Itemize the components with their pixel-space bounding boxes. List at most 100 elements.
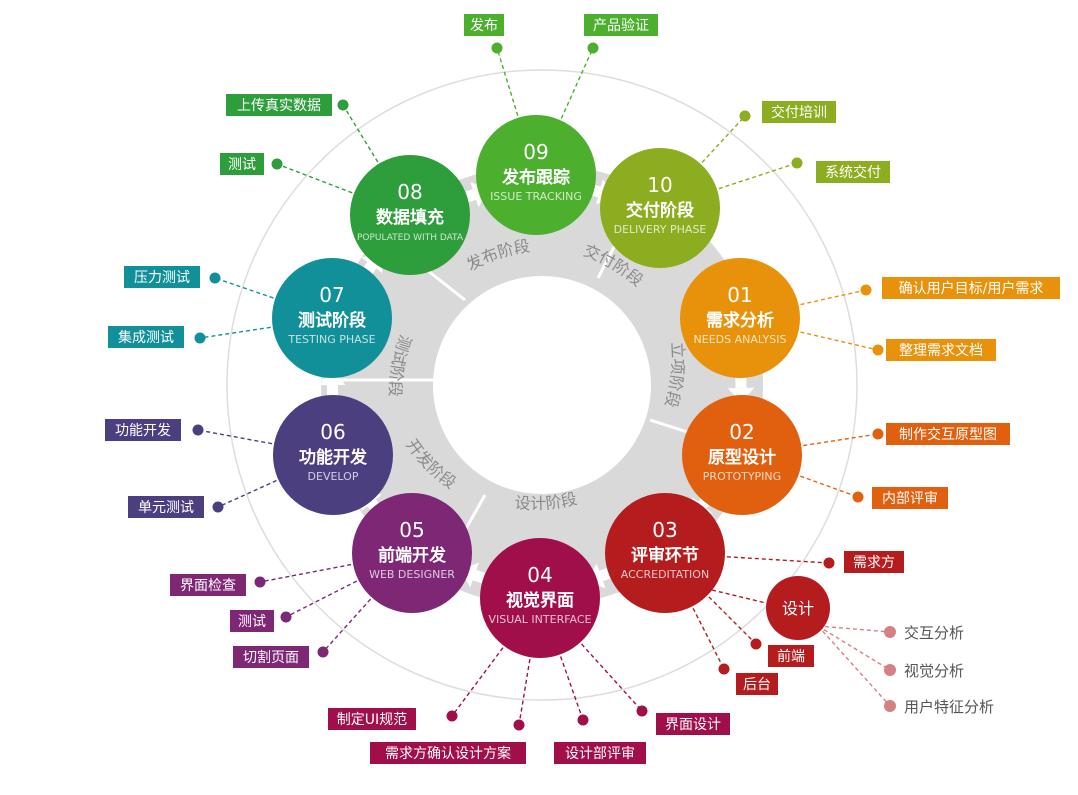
step-number: 06 [320,420,345,444]
step-number: 07 [319,283,344,307]
task-tag-label: 集成测试 [118,329,174,346]
task-tag-bg [128,496,204,518]
step-number: 08 [397,180,422,204]
task-dot [280,611,292,623]
leader-line [560,47,594,119]
step-title: 功能开发 [299,447,368,468]
design-node-circle [766,576,830,640]
task-tag-label: 需求方 [853,555,895,571]
step-title: 交付阶段 [626,200,694,221]
task-tag: 确认用户目标/用户需求 [882,277,1060,299]
task-tag: 功能开发 [105,419,181,441]
step-circle [350,155,470,275]
subtask-leader [817,625,891,633]
task-tag-label: 压力测试 [134,270,190,286]
task-dot [823,557,835,569]
task-tag: 测试 [230,610,274,632]
task-tag-bg [328,708,416,730]
leader-line [276,163,353,194]
task-tag: 切割页面 [233,646,309,668]
task-tag-bg [170,574,246,596]
leader-line [322,598,372,653]
task-tag-label: 切割页面 [243,649,299,666]
step-circle [480,538,600,658]
step-number: 02 [729,420,754,444]
leader-line [726,556,830,564]
task-tag-bg [882,277,1060,299]
step-circle [605,493,725,613]
task-tag-bg [554,742,646,764]
task-tag-label: 界面设计 [665,717,721,733]
step-circle [273,395,393,515]
step-english: WEB DESIGNER [369,568,455,581]
center-hole [446,289,638,481]
task-tag-label: 功能开发 [115,423,171,439]
step-english: ACCREDITATION [621,568,709,581]
task-tag: 前端 [768,645,814,667]
task-dot [194,332,206,344]
step-english: NEEDS ANALYSIS [694,333,787,346]
leader-line [259,563,352,583]
step-number: 10 [647,173,672,197]
step-05: 05 前端开发 WEB DESIGNER [352,493,472,613]
step-number: 01 [727,283,752,307]
leader-line [217,479,277,508]
task-tag-bg [464,14,504,36]
step-number: 05 [399,518,424,542]
leader-line [285,580,358,618]
task-tag-bg [768,645,814,667]
task-dot [491,42,503,54]
task-tag-bg [105,419,181,441]
task-dot [791,157,803,169]
step-number: 03 [652,518,677,542]
task-tag-label: 单元测试 [138,500,194,516]
task-tag: 整理需求文档 [886,339,996,361]
task-tag-bg [886,423,1010,445]
task-tag-bg [370,742,526,764]
leader-line [197,429,273,445]
task-dot [860,284,872,296]
task-tag: 交付培训 [762,101,836,123]
leader-line [451,647,504,717]
task-tag-bg [230,610,274,632]
task-tag: 发布 [464,14,504,36]
task-dot [337,99,349,111]
step-circle [352,493,472,613]
task-dot [750,638,762,650]
task-tag: 界面检查 [170,574,246,596]
step-number: 09 [523,140,548,164]
task-tag-label: 需求方确认设计方案 [385,745,511,762]
task-tag-label: 交付培训 [771,104,827,121]
leader-line [708,596,757,645]
step-title: 原型设计 [708,447,776,468]
leader-line [800,331,879,351]
step-title: 发布跟踪 [501,167,570,188]
step-english: ISSUE TRACKING [490,190,582,203]
leader-line [496,47,519,116]
task-dot [513,719,525,731]
task-tag: 界面设计 [656,713,730,735]
subtask-leader [817,625,891,671]
subtask-dot [884,626,896,638]
outer-ring [226,69,858,701]
subtask-label: 视觉分析 [904,662,964,680]
step-title: 前端开发 [378,545,447,566]
task-tag: 压力测试 [124,266,200,288]
leader-line [701,115,746,163]
design-leader [711,589,771,605]
step-title: 评审环节 [631,545,699,566]
task-tag-bg [886,339,996,361]
step-circle [272,258,392,378]
step-title: 视觉界面 [506,590,574,611]
leader-line [199,326,271,339]
task-tag: 后台 [736,673,778,695]
step-english: DEVELOP [308,470,359,483]
leader-line [342,104,379,163]
task-tag-bg [816,161,890,183]
step-number: 04 [527,563,552,587]
step-english: PROTOTYPING [703,470,781,483]
